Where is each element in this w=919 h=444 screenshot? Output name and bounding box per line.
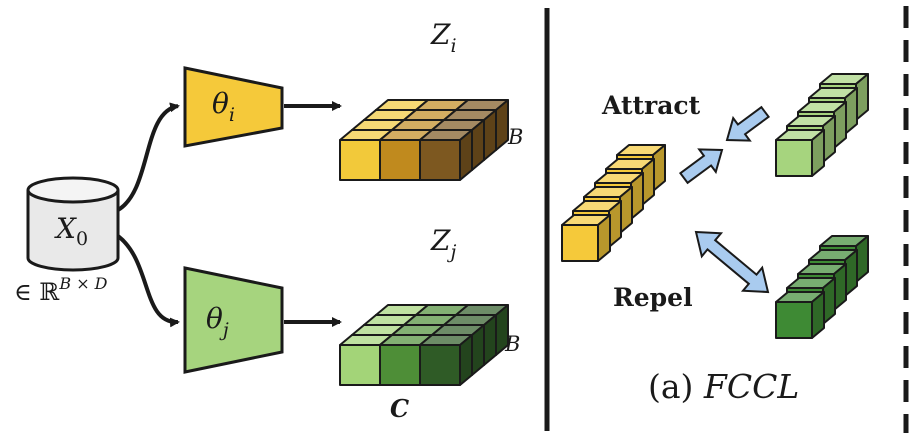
cube-front-face [339, 139, 381, 181]
cube-front-face [419, 344, 461, 386]
cube [419, 129, 473, 181]
attract-arrow-from-green [725, 105, 771, 142]
repel-arrow [694, 230, 770, 294]
cube [419, 334, 473, 386]
panel-caption: (a) FCCL [648, 367, 799, 406]
encoder-i-trapezoid [183, 66, 284, 148]
channel-label: C [390, 394, 409, 423]
tensor-zj-label: Zj [430, 224, 456, 263]
cube-front-face [339, 344, 381, 386]
cube-side-face [811, 291, 825, 339]
database-cylinder-icon [26, 176, 120, 272]
feature-tensor-zj [339, 304, 509, 386]
cube-side-face [471, 119, 485, 171]
cube-side-face [597, 214, 611, 262]
cube-side-face [495, 99, 509, 151]
cube-side-face [459, 334, 473, 386]
feature-tensor-zi [339, 99, 509, 181]
tensor-zj-depth-label: B [504, 332, 520, 356]
cube-front-face [561, 224, 599, 262]
cube-front-face [775, 301, 813, 339]
cube [775, 291, 825, 339]
attract-arrows [678, 105, 771, 185]
encoder-j-label: θj [206, 302, 229, 341]
stack-light-green [775, 73, 869, 177]
cube [775, 129, 825, 177]
repel-double-arrow [694, 230, 770, 294]
branch-arrow-lower [116, 234, 180, 328]
cube-side-face [459, 129, 473, 181]
cube-side-face [811, 129, 825, 177]
branch-arrow-upper [116, 102, 180, 212]
database-dimension-label: ∈ ℝB × D [14, 274, 108, 306]
stack-dark-green [775, 235, 869, 339]
stack-yellow [561, 144, 666, 262]
attract-label: Attract [601, 91, 701, 120]
attract-arrow-from-yellow [678, 148, 724, 185]
cube-front-face [419, 139, 461, 181]
cube-side-face [483, 314, 497, 366]
cube-front-face [379, 139, 421, 181]
repel-label: Repel [613, 283, 693, 312]
cube [561, 214, 611, 262]
encoder-i-label: θi [212, 87, 235, 126]
tensor-zi-label: Zi [430, 18, 457, 57]
cube-side-face [483, 109, 497, 161]
tensor-zi-depth-label: B [507, 125, 523, 149]
encoder-j-trapezoid [183, 266, 284, 374]
cube-front-face [379, 344, 421, 386]
cube-side-face [471, 324, 485, 376]
cube-front-face [775, 139, 813, 177]
database-label: X0 [54, 212, 88, 250]
